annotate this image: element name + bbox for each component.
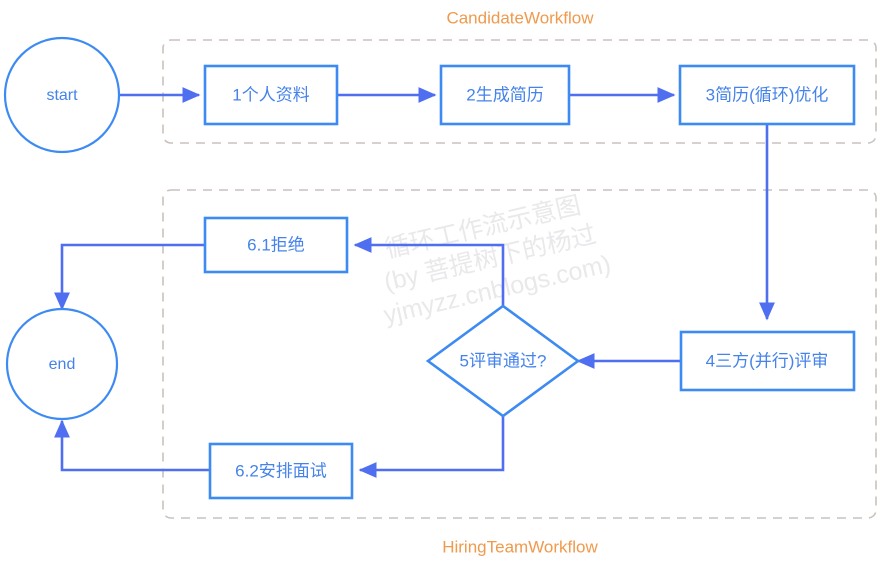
- node-reject-label: 6.1拒绝: [247, 235, 305, 254]
- group-title-hiringteam-workflow: HiringTeamWorkflow: [442, 537, 598, 556]
- node-schedule-interview-label: 6.2安排面试: [235, 461, 327, 480]
- group-candidate-workflow: [162, 39, 877, 144]
- node-schedule-interview[interactable]: 6.2安排面试: [208, 442, 354, 500]
- node-resume-loop-optimize[interactable]: 3简历(循环)优化: [678, 64, 856, 126]
- node-review-passed-decision[interactable]: 5评审通过?: [425, 304, 581, 418]
- node-resume-loop-optimize-label: 3简历(循环)优化: [706, 85, 829, 104]
- node-personal-profile-label: 1个人资料: [232, 85, 309, 104]
- node-start[interactable]: start: [3, 36, 121, 154]
- node-generate-resume[interactable]: 2生成简历: [439, 64, 571, 126]
- node-end[interactable]: end: [5, 307, 119, 421]
- node-start-label: start: [46, 87, 78, 104]
- group-hiringteam-workflow: [162, 189, 877, 519]
- node-reject[interactable]: 6.1拒绝: [203, 216, 349, 274]
- edge-n62-to-end: [53, 419, 210, 472]
- group-title-candidate-workflow: CandidateWorkflow: [446, 8, 594, 27]
- node-end-label: end: [49, 356, 76, 373]
- node-generate-resume-label: 2生成简历: [466, 85, 543, 104]
- node-tripartite-parallel-review-label: 4三方(并行)评审: [706, 351, 829, 370]
- edge-n5-to-n61: [353, 236, 505, 316]
- edge-n61-to-end: [53, 243, 205, 311]
- edge-n5-to-n62: [358, 406, 505, 479]
- watermark: 循环工作流示意图 (by 菩提树下的杨过 yjmyzz.cnblogs.com): [381, 191, 613, 329]
- edge-layer: [53, 86, 776, 479]
- node-tripartite-parallel-review[interactable]: 4三方(并行)评审: [679, 330, 856, 392]
- node-review-passed-decision-label: 5评审通过?: [460, 351, 547, 370]
- node-personal-profile[interactable]: 1个人资料: [203, 64, 339, 126]
